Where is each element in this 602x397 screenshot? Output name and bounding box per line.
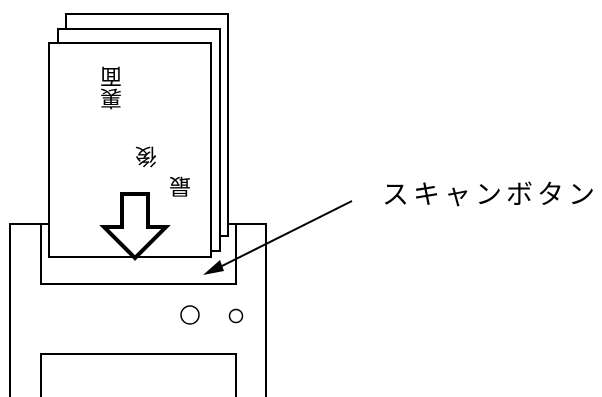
scan-button-small bbox=[228, 308, 244, 324]
callout-arrowhead bbox=[203, 260, 224, 275]
down-arrow-icon bbox=[99, 192, 171, 261]
sheet-text-last-a: 後 bbox=[136, 146, 161, 168]
scan-button-large bbox=[180, 305, 200, 325]
scan-button-label: スキャンボタン bbox=[382, 180, 599, 211]
sheet-text-back-side: 裏面 bbox=[101, 66, 126, 110]
callout-leader-line bbox=[217, 200, 353, 269]
sheet-text-last-b: 最 bbox=[170, 176, 195, 198]
display-window bbox=[40, 353, 237, 397]
feed-slot bbox=[40, 224, 237, 285]
